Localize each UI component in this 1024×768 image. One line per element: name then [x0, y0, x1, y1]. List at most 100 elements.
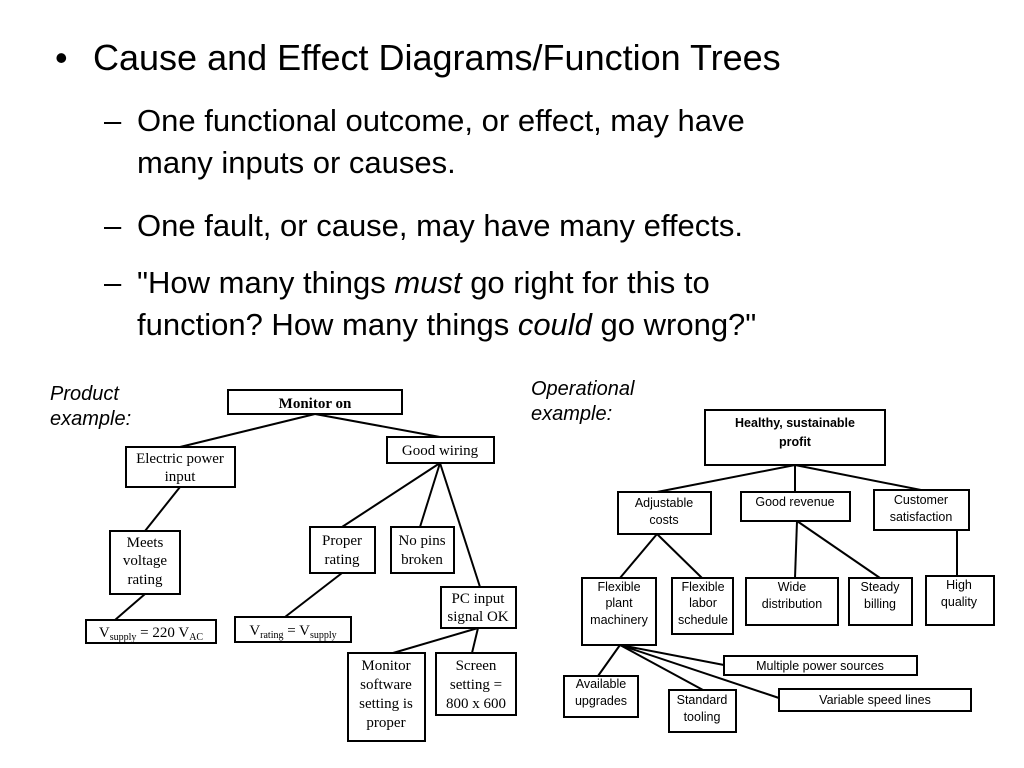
node-standard-tooling: Standard tooling: [668, 689, 737, 733]
node-flex-labor-line-2: labor: [689, 596, 717, 610]
node-flex-labor-line-1: Flexible: [681, 580, 724, 594]
node-pc-input-line-2: signal OK: [447, 609, 508, 625]
node-standard-line-1: Standard: [677, 693, 728, 707]
sub-bullet-3-part-2: go right for this to: [461, 265, 710, 300]
node-monitor-sw-line-3: setting is: [359, 696, 413, 712]
product-caption-line-1: Product: [50, 383, 119, 405]
node-proper-rating: Proper rating: [309, 526, 376, 574]
vsupply-subscript: supply: [110, 632, 137, 643]
node-meets-line-2: voltage: [123, 553, 167, 569]
vrating-supply-subscript: supply: [310, 630, 337, 641]
vrating-subscript: rating: [260, 630, 283, 641]
node-monitor-sw-line-4: proper: [366, 715, 405, 731]
node-available-line-2: upgrades: [575, 694, 627, 708]
node-meets-line-1: Meets: [127, 535, 164, 551]
node-variable-speed-label: Variable speed lines: [819, 693, 931, 707]
node-available-line-1: Available: [576, 677, 627, 691]
node-high-quality: High quality: [925, 575, 995, 626]
node-high-quality-line-1: High: [946, 578, 972, 592]
node-flexible-plant-machinery: Flexible plant machinery: [581, 577, 657, 646]
product-tree-edges: [114, 413, 481, 654]
operational-tree-edges: [597, 464, 958, 699]
node-good-revenue: Good revenue: [740, 491, 851, 522]
node-profit-line-1: Healthy, sustainable: [735, 416, 855, 430]
node-healthy-sustainable-profit: Healthy, sustainable profit: [704, 409, 886, 466]
vsupply-equals: = 220 V: [136, 625, 189, 641]
node-customer-line-1: Customer: [894, 493, 948, 507]
node-good-wiring: Good wiring: [386, 436, 495, 464]
vrating-equals: = V: [283, 623, 310, 639]
bullet-dot: •: [55, 37, 68, 78]
sub-bullet-3-part-4: go wrong?": [591, 307, 757, 342]
node-adjustable-line-2: costs: [649, 513, 678, 527]
node-meets-line-3: rating: [128, 572, 163, 588]
product-caption: Product example:: [50, 382, 131, 432]
node-profit-line-2: profit: [779, 435, 812, 449]
vrating-v: V: [249, 623, 260, 639]
node-adjustable-line-1: Adjustable: [635, 496, 693, 510]
node-screen-line-1: Screen: [456, 658, 497, 674]
sub-bullet-3: – "How many things must go right for thi…: [104, 262, 984, 346]
node-multiple-power-label: Multiple power sources: [756, 659, 884, 673]
node-no-pins-line-2: broken: [401, 552, 443, 568]
node-monitor-on-label: Monitor on: [279, 396, 352, 412]
node-screen-setting: Screen setting = 800 x 600: [435, 652, 517, 716]
node-flex-labor-line-3: schedule: [678, 613, 728, 627]
emphasis-could: could: [517, 307, 592, 342]
node-electric-power-input-line-2: input: [165, 469, 197, 485]
vsupply-v: V: [99, 625, 110, 641]
node-no-pins-line-1: No pins: [398, 533, 445, 549]
node-wide-line-2: distribution: [762, 597, 822, 611]
node-proper-rating-line-1: Proper: [322, 533, 362, 549]
node-vsupply-220: Vsupply = 220 VAC: [85, 619, 217, 644]
emphasis-must: must: [394, 265, 462, 300]
node-proper-rating-line-2: rating: [325, 552, 360, 568]
dash-marker: –: [104, 103, 122, 138]
node-monitor-sw-line-2: software: [360, 677, 412, 693]
node-meets-voltage-rating: Meets voltage rating: [109, 530, 181, 595]
node-electric-power-input-line-1: Electric power: [136, 451, 224, 467]
node-wide-line-1: Wide: [778, 580, 807, 594]
sub-bullet-3-line-2: function? How many things could go wrong…: [137, 304, 984, 346]
sub-bullet-2: – One fault, or cause, may have many eff…: [104, 205, 984, 247]
node-monitor-software-setting: Monitor software setting is proper: [347, 652, 426, 742]
vsupply-ac-subscript: AC: [189, 632, 203, 643]
node-monitor-sw-line-1: Monitor: [361, 658, 410, 674]
sub-bullet-3-part-1: "How many things: [137, 265, 395, 300]
operational-caption-line-2: example:: [531, 403, 613, 425]
sub-bullet-3-part-3: function? How many things: [137, 307, 518, 342]
node-flex-plant-line-1: Flexible: [597, 580, 640, 594]
product-caption-line-2: example:: [50, 408, 132, 430]
node-pc-input-line-1: PC input: [452, 591, 506, 607]
sub-bullet-2-text: One fault, or cause, may have many effec…: [137, 208, 743, 243]
node-wide-distribution: Wide distribution: [745, 577, 839, 626]
node-no-pins-broken: No pins broken: [390, 526, 455, 574]
node-vsupply-label: Vsupply = 220 VAC: [99, 625, 204, 643]
node-good-wiring-label: Good wiring: [402, 443, 479, 459]
sub-bullet-1: – One functional outcome, or effect, may…: [104, 100, 984, 184]
node-monitor-on: Monitor on: [227, 389, 403, 415]
node-steady-line-1: Steady: [861, 580, 901, 594]
operational-caption: Operational example:: [531, 377, 634, 427]
operational-caption-line-1: Operational: [531, 378, 635, 400]
node-customer-satisfaction: Customer satisfaction: [873, 489, 970, 531]
node-flex-plant-line-3: machinery: [590, 613, 648, 627]
node-pc-input-signal-ok: PC input signal OK: [440, 586, 517, 629]
sub-bullet-1-line-1: One functional outcome, or effect, may h…: [137, 103, 745, 138]
node-good-revenue-label: Good revenue: [755, 495, 834, 509]
node-vrating-vsupply: Vrating = Vsupply: [234, 616, 352, 643]
node-steady-line-2: billing: [864, 597, 896, 611]
node-vrating-label: Vrating = Vsupply: [249, 623, 336, 641]
dash-marker: –: [104, 265, 122, 300]
node-multiple-power-sources: Multiple power sources: [723, 655, 918, 676]
node-flex-plant-line-2: plant: [605, 596, 633, 610]
sub-bullet-1-line-2: many inputs or causes.: [137, 145, 456, 180]
node-high-quality-line-2: quality: [941, 595, 978, 609]
dash-marker: –: [104, 208, 122, 243]
node-variable-speed-lines: Variable speed lines: [778, 688, 972, 712]
node-available-upgrades: Available upgrades: [563, 675, 639, 718]
node-customer-line-2: satisfaction: [890, 510, 953, 524]
node-screen-line-3: 800 x 600: [446, 696, 506, 712]
bullet-main-text: Cause and Effect Diagrams/Function Trees: [93, 37, 781, 78]
